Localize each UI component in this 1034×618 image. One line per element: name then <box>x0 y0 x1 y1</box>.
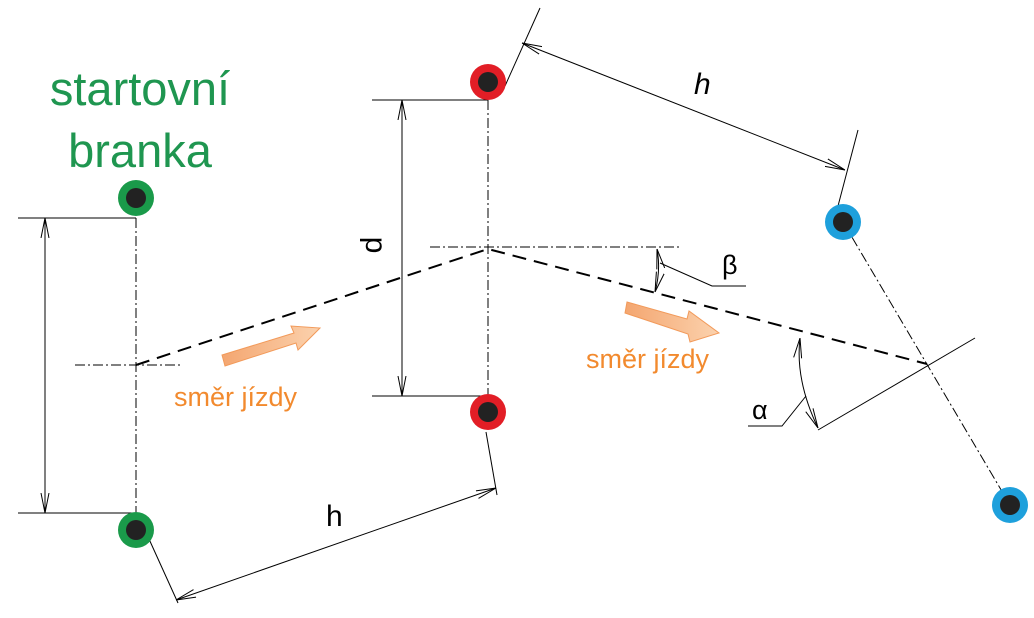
alpha-angle <box>748 338 818 428</box>
h-top-extension-right <box>837 129 859 207</box>
h-bottom-label: h <box>326 500 343 533</box>
h-top-label: h <box>694 68 711 101</box>
direction-arrow-icon <box>221 325 322 367</box>
course-line <box>135 247 928 366</box>
beta-arc <box>655 249 659 292</box>
h-top-extension-left <box>504 7 541 87</box>
alpha-leader <box>748 395 807 427</box>
alpha-label: α <box>752 395 768 425</box>
direction-label: směr jízdy <box>586 344 710 374</box>
red-gate-dimensions <box>372 99 680 397</box>
red-gate-pole-top <box>470 64 506 100</box>
start-gate-title-line2: branka <box>68 124 212 177</box>
direction-label: směr jízdy <box>174 382 298 412</box>
start-gate-pole-top <box>118 180 154 216</box>
start-gate <box>18 217 180 514</box>
blue-gate <box>817 221 1011 506</box>
start-gate-title-line1: startovní <box>49 62 231 115</box>
beta-leader <box>659 262 746 287</box>
start-gate-title: startovní branka <box>30 58 250 182</box>
beta-label: β <box>722 250 738 280</box>
blue-gate-pole-top <box>825 204 861 240</box>
blue-gate-pole-bottom <box>992 487 1028 523</box>
red-gate-pole-bottom <box>470 394 506 430</box>
h-bottom-extension-right <box>485 431 498 496</box>
h-bottom-dimension <box>143 431 498 604</box>
start-gate-pole-bottom <box>118 512 154 548</box>
alpha-arc <box>799 338 818 428</box>
d-label: d <box>355 236 389 254</box>
h-top-dimension <box>504 7 859 207</box>
h-top-dimension-line <box>522 43 845 170</box>
beta-angle <box>655 249 746 292</box>
blue-gate-axis-perpendicular <box>817 337 976 431</box>
h-bottom-dimension-line <box>176 488 496 600</box>
direction-arrow-icon <box>624 301 721 343</box>
